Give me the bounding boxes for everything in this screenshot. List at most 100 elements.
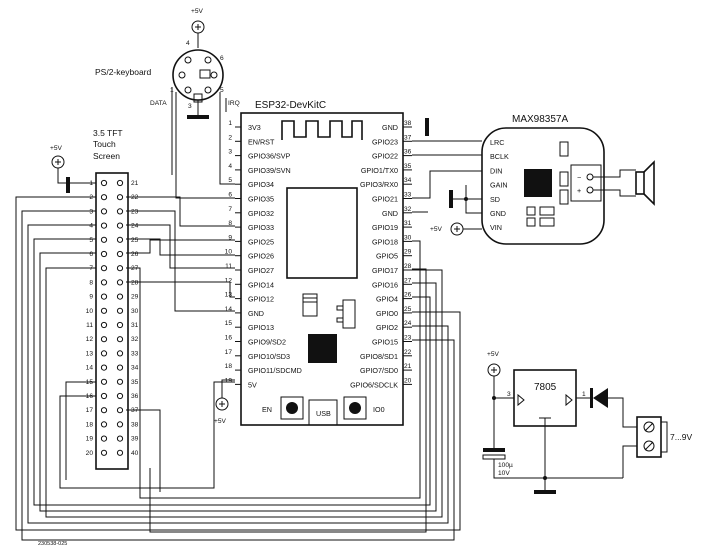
amp-pin-name: VIN bbox=[490, 223, 502, 232]
esp32-pin-number: 13 bbox=[225, 292, 233, 299]
tft-pin-pad bbox=[100, 336, 108, 343]
esp32-pin-name: GND bbox=[382, 209, 398, 218]
tft-pin-pad bbox=[116, 293, 124, 300]
usb-connector bbox=[308, 399, 338, 426]
ps2-socket bbox=[172, 49, 224, 101]
amp-pin-name: LRC bbox=[490, 138, 504, 147]
tft-pin-pad bbox=[100, 250, 108, 258]
esp32-pin-number: 16 bbox=[225, 335, 233, 342]
tft-pin-pad bbox=[100, 392, 108, 400]
ps2-keyboard-connector: +5V PS/2-keyboard 4 6 1 5 3 DATA IRQ bbox=[95, 8, 240, 199]
tft-pin-number: 37 bbox=[131, 407, 139, 414]
esp32-pin-number: 23 bbox=[404, 335, 412, 342]
gnd-symbol bbox=[449, 190, 453, 208]
tft-pin-number: 38 bbox=[131, 421, 139, 428]
esp32-pin-name: GPIO21 bbox=[372, 195, 398, 204]
amp-plus: + bbox=[577, 186, 581, 195]
esp32-pin-name: GND bbox=[248, 309, 264, 318]
tft-pin-pad bbox=[100, 222, 108, 229]
tft-pins: 1234567891011121314151617181920212223242… bbox=[86, 179, 139, 457]
esp32-pin-number: 31 bbox=[404, 220, 412, 227]
tft-pin-number: 23 bbox=[131, 208, 139, 215]
tft-pin-pad bbox=[116, 421, 124, 428]
ps2-pin4: 4 bbox=[186, 40, 190, 47]
tft-pin-pad bbox=[100, 208, 108, 215]
esp32-chip bbox=[286, 187, 358, 279]
tft-pin-number: 6 bbox=[89, 251, 93, 258]
esp32-pin-number: 12 bbox=[225, 277, 233, 284]
esp32-pin-name: EN/RST bbox=[248, 137, 275, 146]
wiring-bundle bbox=[15, 196, 461, 541]
esp32-pin-name: GPIO16 bbox=[372, 280, 398, 289]
esp32-pin-number: 1 bbox=[228, 120, 232, 127]
tft-pin-pad bbox=[100, 421, 108, 428]
tft-pin-number: 21 bbox=[131, 180, 139, 187]
esp32-pin-number: 10 bbox=[225, 249, 233, 256]
esp32-pin-name: GPIO10/SD3 bbox=[248, 352, 290, 361]
esp32-pin-name: GPIO4 bbox=[376, 295, 398, 304]
tft-pin-pad bbox=[100, 449, 108, 456]
tft-pin-pad bbox=[100, 265, 108, 272]
esp32-pin-number: 5 bbox=[228, 177, 232, 184]
esp32-pin-name: GPIO36/SVP bbox=[248, 152, 291, 161]
tft-pin-number: 19 bbox=[86, 436, 94, 443]
esp32-pin-number: 7 bbox=[228, 206, 232, 213]
esp32-pin-number: 2 bbox=[228, 134, 232, 141]
tft-pin-number: 24 bbox=[131, 223, 139, 230]
tft-supply: +5V bbox=[50, 145, 96, 193]
tft-pin-number: 36 bbox=[131, 393, 139, 400]
esp32-pin-number: 3 bbox=[228, 149, 232, 156]
esp32-pin-number: 28 bbox=[404, 263, 412, 270]
cap-value: 100µ bbox=[498, 462, 513, 469]
tft-pin-number: 8 bbox=[89, 279, 93, 286]
tft-pin-number: 12 bbox=[86, 336, 94, 343]
ps2-irq-label: IRQ bbox=[228, 100, 240, 107]
esp32-pin-name: GPIO5 bbox=[376, 252, 398, 261]
tft-pin-number: 5 bbox=[89, 237, 93, 244]
io0-button bbox=[343, 396, 367, 420]
tft-title-1: 3.5 TFT bbox=[93, 128, 123, 138]
tft-pin-number: 2 bbox=[89, 194, 93, 201]
tft-pin-number: 22 bbox=[131, 194, 139, 201]
ps2-title: PS/2-keyboard bbox=[95, 67, 151, 77]
ps2-data-label: DATA bbox=[150, 100, 167, 107]
esp32-pin-name: GPIO25 bbox=[248, 237, 274, 246]
esp32-pin-number: 25 bbox=[404, 306, 412, 313]
esp32-pin-number: 17 bbox=[225, 349, 233, 356]
tft-pin-pad bbox=[100, 435, 108, 442]
tft-pin-number: 13 bbox=[86, 350, 94, 357]
tft-pin-pad bbox=[100, 321, 108, 329]
ps2-pin3: 3 bbox=[188, 103, 192, 110]
reg-title: 7805 bbox=[534, 382, 557, 393]
tft-pin-number: 40 bbox=[131, 450, 139, 457]
tft-pin-pad bbox=[100, 307, 108, 314]
tft-pin-number: 28 bbox=[131, 279, 139, 286]
component-reg bbox=[342, 299, 356, 329]
btn-io0-label: IO0 bbox=[373, 405, 385, 414]
tft-pin-number: 26 bbox=[131, 251, 139, 258]
esp32-board-outline bbox=[240, 112, 404, 426]
tft-pin-pad bbox=[100, 350, 108, 357]
tft-pin-pad bbox=[116, 222, 124, 229]
tft-pin-number: 17 bbox=[86, 407, 94, 414]
esp32-pin-number: 38 bbox=[404, 120, 412, 127]
tft-pin-number: 32 bbox=[131, 336, 139, 343]
ps2-pin6: 6 bbox=[220, 55, 224, 62]
amp-pin-name: DIN bbox=[490, 166, 502, 175]
esp32-pin-number: 34 bbox=[404, 177, 412, 184]
esp32-pin-name: GPIO8/SD1 bbox=[360, 352, 398, 361]
gnd-symbol bbox=[534, 490, 556, 494]
amp-chip bbox=[524, 169, 552, 197]
esp32-pin-name: GPIO9/SD2 bbox=[248, 338, 286, 347]
ps2-supply-label: +5V bbox=[191, 8, 204, 15]
tft-pin-pad bbox=[100, 279, 108, 286]
tft-pin-pad bbox=[116, 378, 124, 385]
esp-5v-label: +5V bbox=[214, 418, 227, 425]
tft-pin-number: 14 bbox=[86, 365, 94, 372]
tft-header: 3.5 TFT Touch Screen 1234567891011121314… bbox=[86, 128, 139, 470]
tft-pin-number: 4 bbox=[89, 223, 93, 230]
tft-pin-pad bbox=[116, 435, 124, 442]
